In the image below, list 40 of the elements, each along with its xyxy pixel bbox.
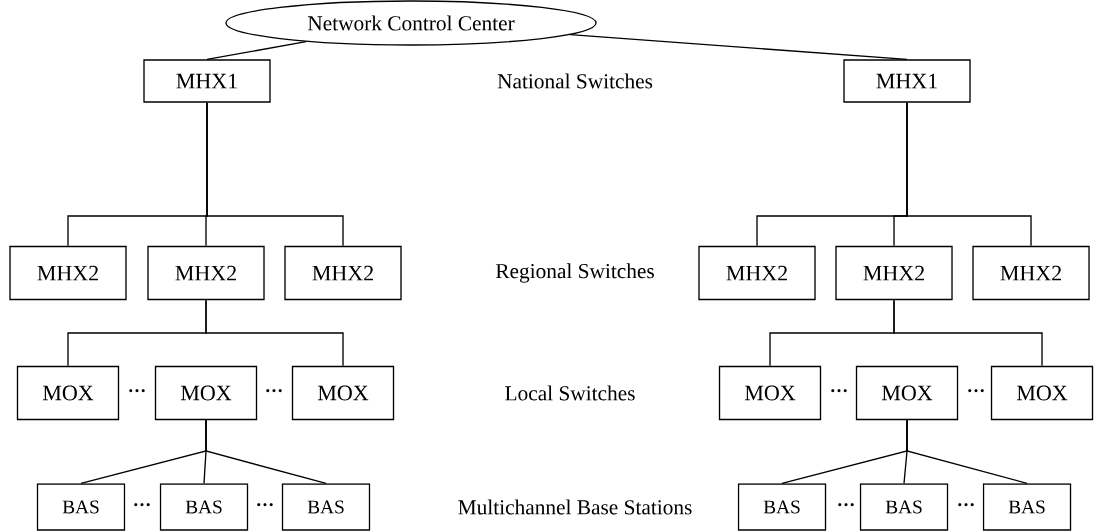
connector-line (205, 419, 327, 484)
base-station-box: BAS (859, 483, 949, 531)
switch-box: MOX (718, 365, 822, 421)
switch-box: MHX2 (698, 245, 816, 301)
ellipsis: ··· (257, 503, 273, 507)
switch-box: MHX1 (843, 59, 971, 103)
switch-box: MOX (154, 365, 258, 421)
switch-box: MOX (291, 365, 395, 421)
ellipsis: ··· (838, 503, 854, 507)
connector-line (569, 34, 908, 60)
switch-box: MOX (855, 365, 959, 421)
base-station-box: BAS (36, 483, 126, 531)
base-station-box: BAS (737, 483, 827, 531)
connector-line (906, 102, 1032, 247)
level-label: National Switches (497, 73, 653, 89)
switch-box: MHX2 (972, 245, 1090, 301)
switch-box: MHX2 (835, 245, 953, 301)
level-label: Local Switches (505, 385, 635, 401)
base-station-box: BAS (281, 483, 371, 531)
ellipsis: ··· (831, 389, 847, 393)
level-label: Regional Switches (495, 263, 654, 283)
connector-line (206, 102, 344, 247)
level-label: Multichannel Base Stations (458, 499, 692, 515)
base-station-box: BAS (982, 483, 1072, 531)
switch-box: MHX2 (9, 245, 127, 301)
connector-line (206, 41, 307, 60)
ellipsis: ··· (968, 389, 984, 393)
ellipsis: ··· (958, 503, 974, 507)
switch-box: MHX1 (143, 59, 271, 103)
switch-box: MHX2 (147, 245, 265, 301)
base-station-box: BAS (159, 483, 249, 531)
switch-box: MOX (16, 365, 120, 421)
ellipsis: ··· (134, 503, 150, 507)
switch-box: MOX (990, 365, 1094, 421)
ellipsis: ··· (266, 389, 282, 393)
connector-line (205, 299, 344, 367)
switch-box: MHX2 (284, 245, 402, 301)
connector-line (906, 419, 1028, 484)
connector-line (893, 299, 1043, 367)
ellipsis: ··· (129, 389, 145, 393)
